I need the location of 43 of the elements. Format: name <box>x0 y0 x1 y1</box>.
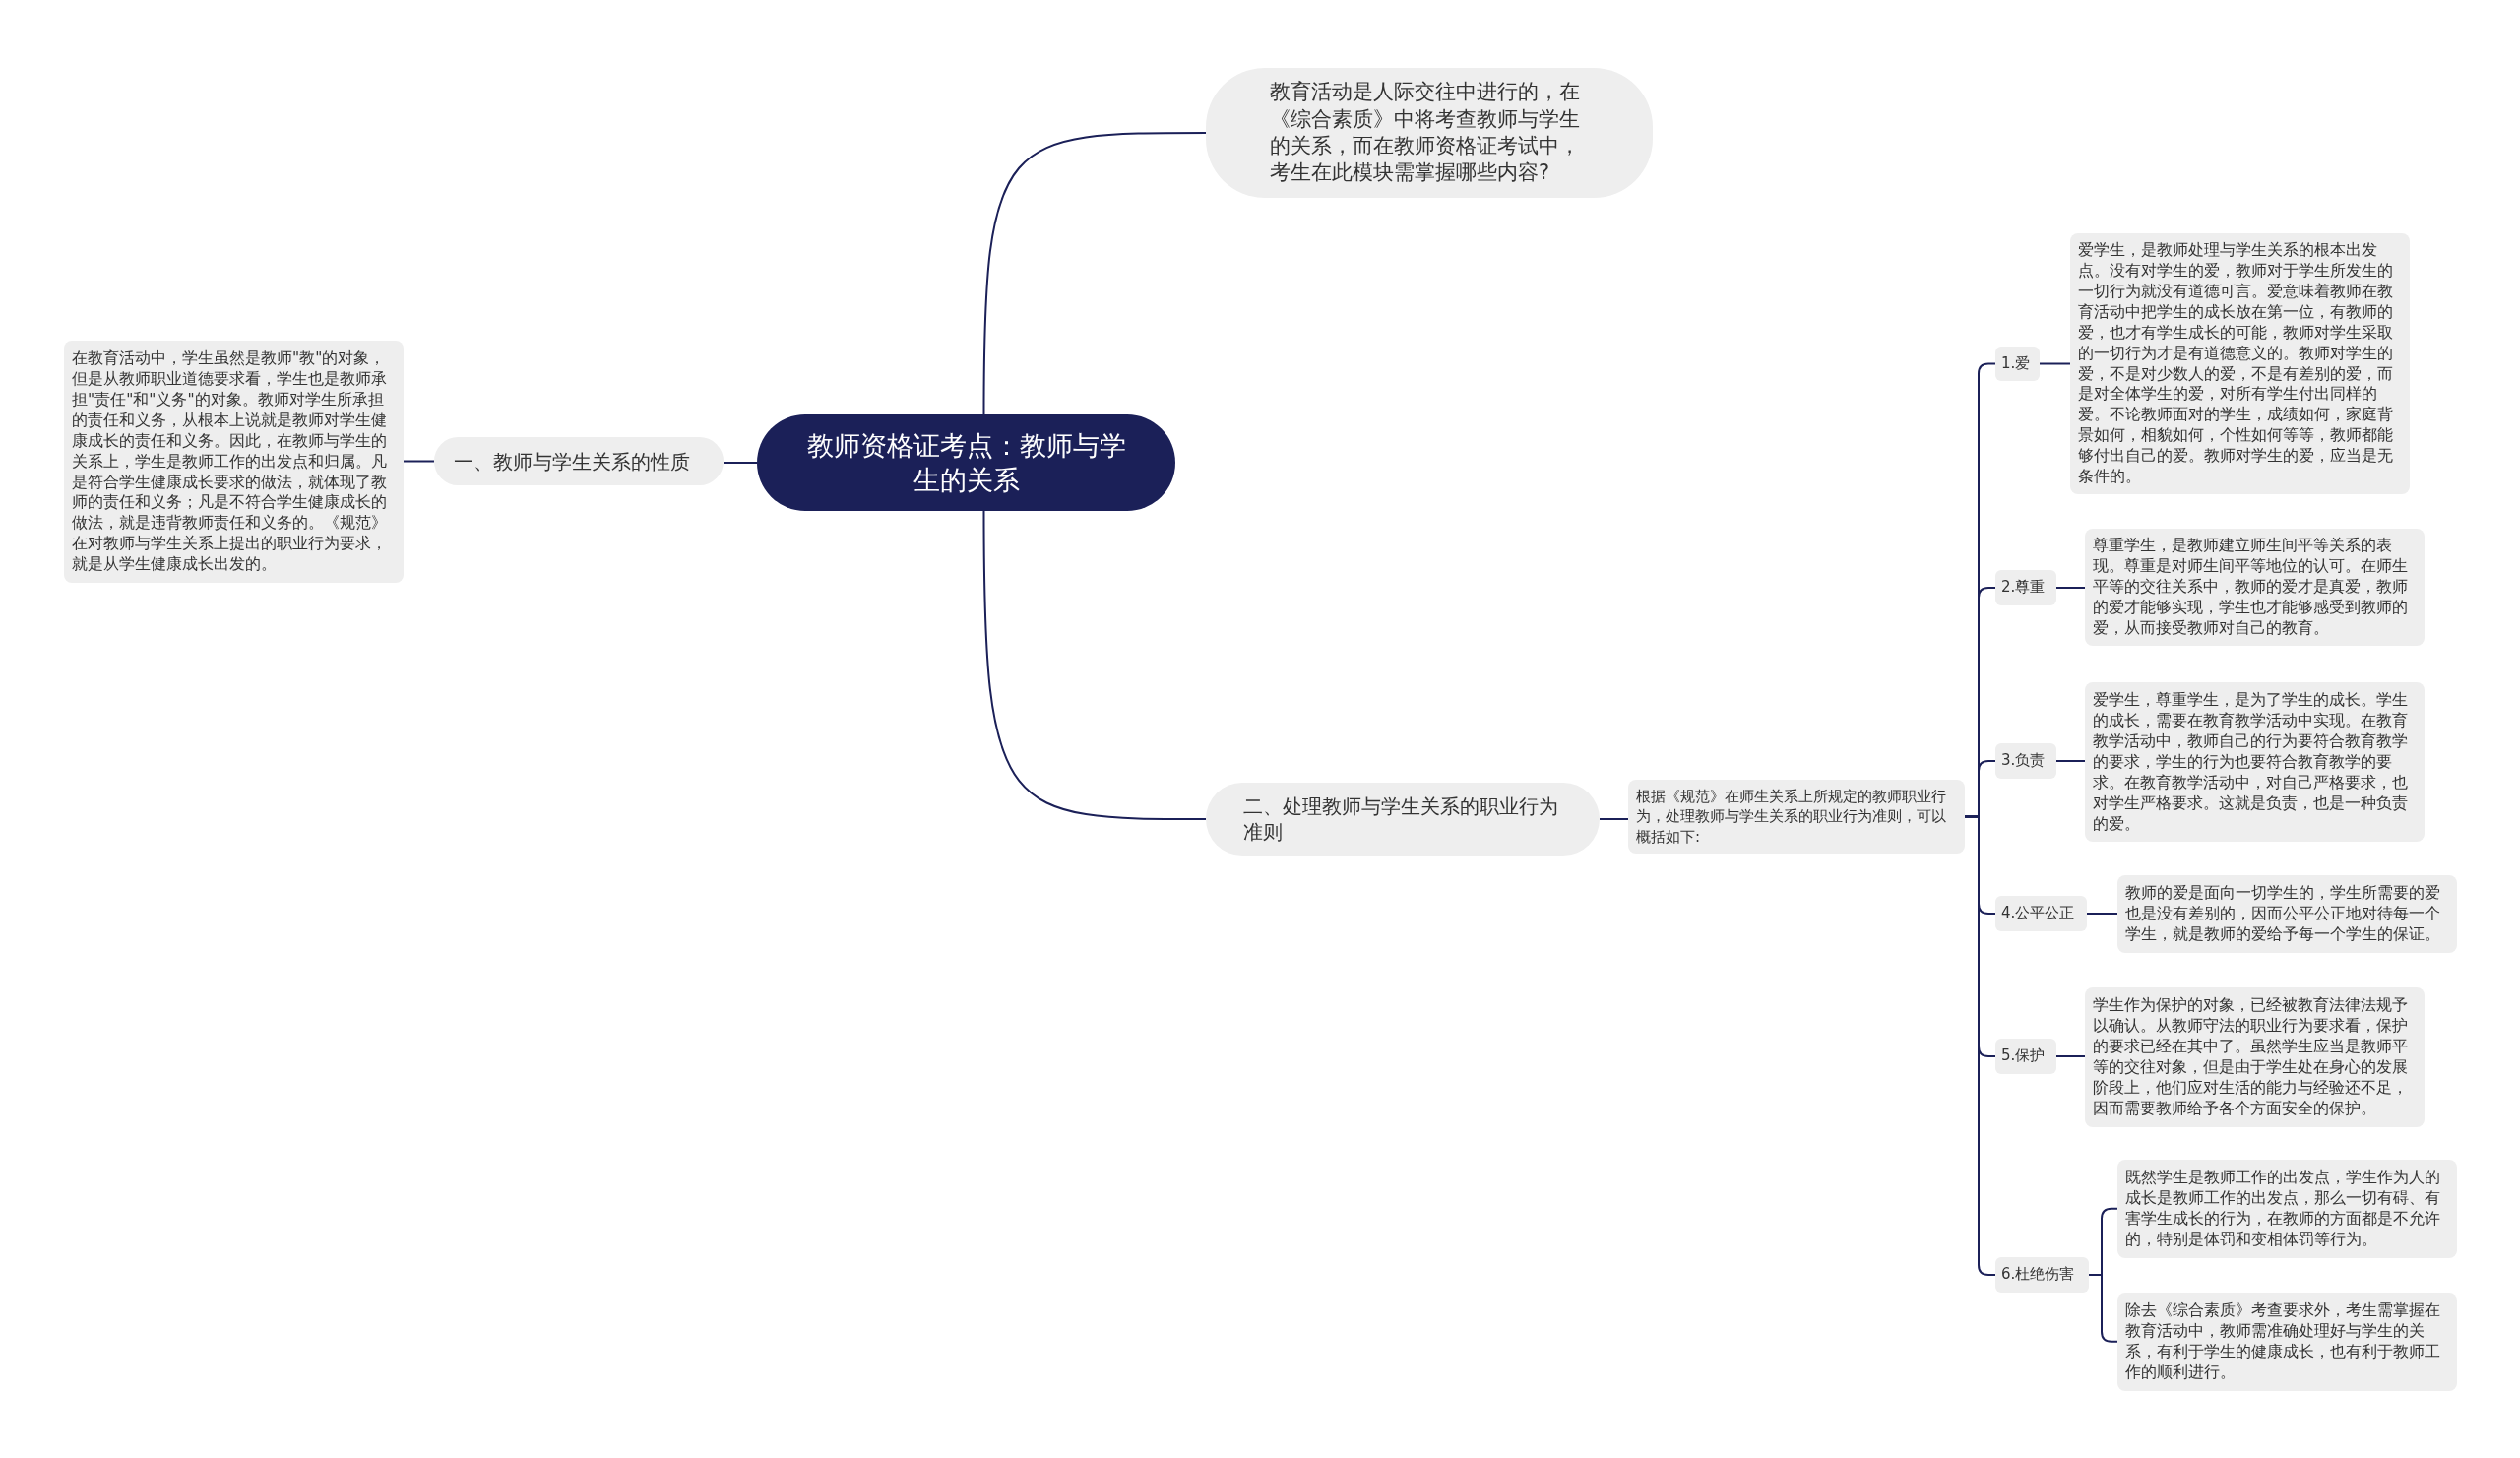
node-text: 学生作为保护的对象，已经被教育法律法规予以确认。从教师守法的职业行为要求看，保护的要求已经在其中了。虽然学生应当是教师平等的交往对象，但是由于学生处在身心的发展阶段上，他们应对生活的能力与经验还不足，因而需要教师给予各个方面安全的保护。 <box>2093 995 2409 1119</box>
node-text: 教师的爱是面向一切学生的，学生所需要的爱也是没有差别的，因而公平公正地对待每一个学生，就是教师的爱给予每一个学生的保证。 <box>2125 883 2441 945</box>
note-card <box>2117 1160 2457 1258</box>
node-text: 根据《规范》在师生关系上所规定的教师职业行为，处理教师与学生关系的职业行为准则，可以概括如下: <box>1636 787 1947 847</box>
node-text: 2.尊重 <box>2001 578 2046 598</box>
connector-line <box>403 460 435 463</box>
node-text: 一、教师与学生关系的性质 <box>454 448 690 475</box>
node-text: 1.爱 <box>2001 353 2031 374</box>
node-text: 6.杜绝伤害 <box>2001 1265 2075 1285</box>
subtopic-tag <box>1995 896 2087 931</box>
node-text: 爱学生，尊重学生，是为了学生的成长。学生的成长，需要在教育教学活动中实现。在教育教学活动中，教师自己的行为要符合教育教学的要求，学生的行为也要符合教育教学的要求。在教育教学活动中，对自己严格要求，也对学生严格要求。这就是负责，也是一种负责的爱。 <box>2093 690 2409 835</box>
note-card <box>2085 529 2425 646</box>
node-text: 教师资格证考点：教师与学生的关系 <box>805 428 1127 497</box>
subtopic-tag <box>1995 743 2056 779</box>
node-text: 尊重学生，是教师建立师生间平等关系的表现。尊重是对师生间平等地位的认可。在师生平等的交往关系中，教师的爱才是真爱，教师的爱才能够实现，学生也才能够感受到教师的爱，从而接受教师对自己的教育。 <box>2093 536 2409 639</box>
connector-line <box>2039 362 2071 365</box>
subtopic-tag <box>1995 1039 2056 1074</box>
connector-line <box>982 132 1207 415</box>
node-text: 教育活动是人际交往中进行的，在《综合素质》中将考查教师与学生的关系，而在教师资格证考试中，考生在此模块需掌握哪些内容? <box>1270 79 1581 187</box>
subtopic-tag <box>1995 347 2040 381</box>
node-text: 5.保护 <box>2001 1046 2046 1066</box>
note-card <box>2117 875 2457 953</box>
node-text: 3.负责 <box>2001 751 2046 771</box>
note-card <box>1628 780 1965 854</box>
note-card <box>2117 1293 2457 1391</box>
subtopic-tag <box>1995 570 2056 605</box>
connector-line <box>2086 913 2118 915</box>
note-card <box>2085 682 2425 843</box>
connector-line <box>723 462 758 464</box>
node-text: 除去《综合素质》考查要求外，考生需掌握在教育活动中，教师需准确处理好与学生的关系，有利于学生的健康成长，也有利于教师工作的顺利进行。 <box>2125 1300 2441 1383</box>
node-text: 爱学生，是教师处理与学生关系的根本出发点。没有对学生的爱，教师对于学生所发生的一切行为就没有道德可言。爱意味着教师在教育活动中把学生的成长放在第一位，有教师的爱，也才有学生成长的可能，教师对学生采取的一切行为才是有道德意义的。教师对学生的爱，不是对少数人的爱，不是有差别的爱，而是对全体学生的爱，对所有学生付出同样的爱。不论教师面对的学生，成绩如何，家庭背景如何，相貌如何，个性如何等等，教师都能够付出自己的爱。教师对学生的爱，应当是无条件的。 <box>2078 240 2394 488</box>
node-text: 4.公平公正 <box>2001 904 2075 923</box>
connector-line <box>2055 1055 2086 1057</box>
subtopic-tag <box>1995 1257 2089 1293</box>
topic-bubble <box>434 437 724 485</box>
connector-line <box>2055 760 2086 762</box>
note-card <box>2085 987 2425 1127</box>
node-text: 二、处理教师与学生关系的职业行为准则 <box>1243 793 1559 845</box>
connector-line <box>1599 818 1629 820</box>
node-text: 既然学生是教师工作的出发点，学生作为人的成长是教师工作的出发点，那么一切有碍、有害学生成长的行为，在教师的方面都是不允许的，特别是体罚和变相体罚等行为。 <box>2125 1168 2441 1250</box>
connector-line <box>982 510 1207 820</box>
connector-line <box>2055 587 2086 589</box>
node-text: 在教育活动中，学生虽然是教师"教"的对象，但是从教师职业道德要求看，学生也是教师承担"责任"和"义务"的对象。教师对学生所承担的责任和义务，从根本上说就是教师对学生健康成长的责任和义务。因此，在教师与学生的关系上，学生是教师工作的出发点和归属。凡是符合学生健康成长要求的做法，就体现了教师的责任和义务；凡是不符合学生健康成长的做法，就是违背教师责任和义务的。《规范》在对教师与学生关系上提出的职业行为要求，就是从学生健康成长出发的。 <box>72 349 388 576</box>
